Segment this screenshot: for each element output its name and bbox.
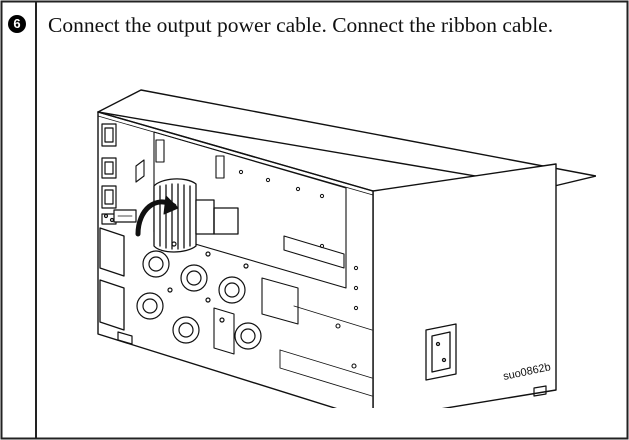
step-number-badge: 6 — [8, 15, 26, 33]
curved-arrow-icon — [113, 195, 179, 237]
output-terminals — [136, 241, 262, 350]
panel-fasteners — [238, 169, 359, 311]
lower-covers — [213, 235, 373, 397]
ups-rear-illustration: suo0862b — [97, 89, 596, 408]
step-instruction: Connect the output power cable. Connect … — [48, 13, 554, 37]
side-brackets — [99, 227, 125, 331]
chassis-feet — [117, 331, 547, 397]
ribbon-cable — [153, 178, 239, 253]
side-handle — [425, 323, 457, 381]
